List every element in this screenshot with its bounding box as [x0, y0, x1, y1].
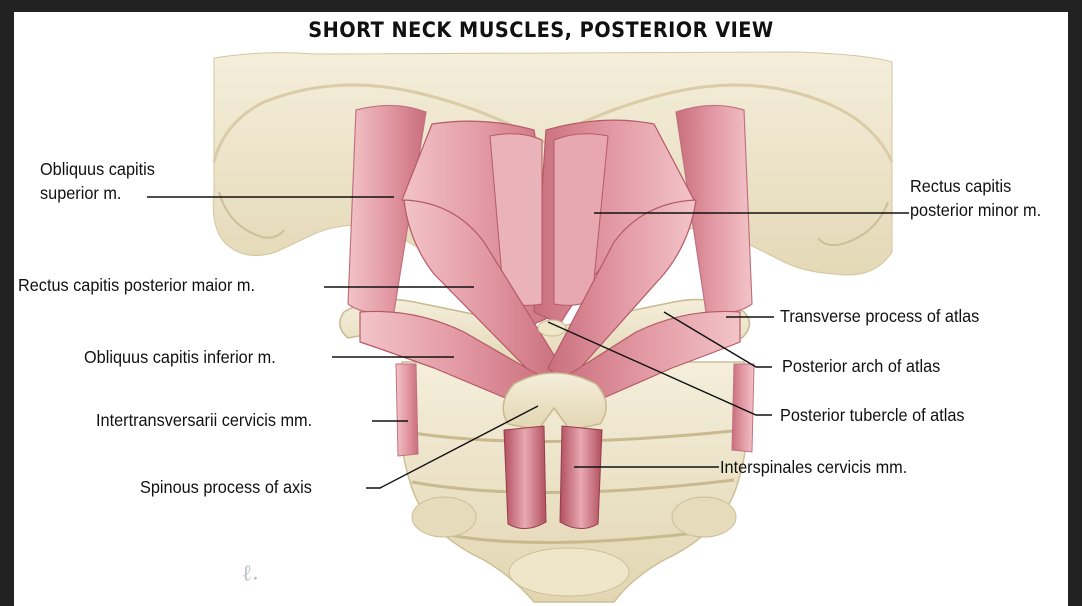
anatomy-illustration: [147, 51, 909, 603]
label-posterior-arch: Posterior arch of atlas: [782, 356, 941, 376]
label-intertransversarii: Intertransversarii cervicis mm.: [96, 410, 313, 430]
label-rectus-minor: Rectus capitis posterior minor m.: [910, 174, 1041, 222]
label-obliquus-superior: Obliquus capitis superior m.: [40, 157, 155, 205]
spinous-process-axis: [502, 372, 607, 431]
label-rectus-major: Rectus capitis posterior maior m.: [18, 275, 255, 295]
label-transverse-process: Transverse process of atlas: [780, 306, 980, 326]
label-spinous-process: Spinous process of axis: [140, 477, 312, 497]
label-rectus-minor-line1: Rectus capitis: [910, 176, 1012, 196]
label-obliquus-superior-line1: Obliquus capitis: [40, 159, 155, 179]
label-obliquus-superior-line2: superior m.: [40, 183, 122, 203]
leader-lines: [147, 196, 909, 489]
interspinales-muscle: [503, 425, 547, 529]
label-interspinales: Interspinales cervicis mm.: [720, 457, 908, 477]
label-obliquus-inferior: Obliquus capitis inferior m.: [84, 347, 276, 367]
label-rectus-minor-line2: posterior minor m.: [910, 200, 1042, 220]
intertransversarii-muscle: [395, 363, 419, 457]
diagram-title: SHORT NECK MUSCLES, POSTERIOR VIEW: [308, 18, 774, 42]
artist-signature: ℓ.: [240, 559, 260, 587]
label-posterior-tubercle: Posterior tubercle of atlas: [780, 405, 965, 425]
illustration-panel: SHORT NECK MUSCLES, POSTERIOR VIEW Obliq…: [14, 12, 1068, 606]
